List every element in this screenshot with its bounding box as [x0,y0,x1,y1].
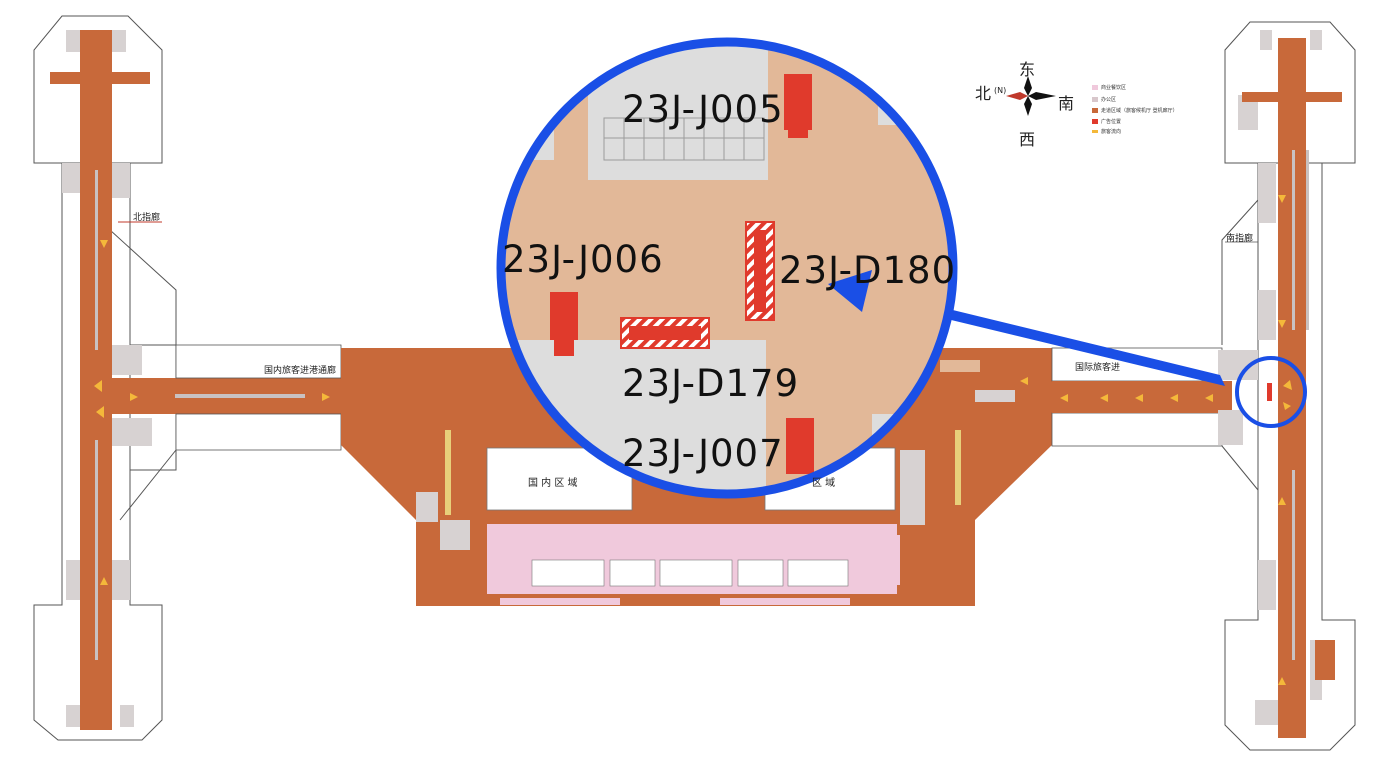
legend-swatch [1092,108,1098,113]
south-finger-label: 南指廊 [1226,234,1254,244]
compass-icon [1006,76,1056,116]
international-corridor-label: 国际旅客进 [1075,363,1121,373]
ad-code-j006: 23J-J006 [502,238,664,281]
domestic-arrival-corridor-label: 国内旅客进港通廊 [264,366,337,376]
compass-west-label: 西 [1019,130,1036,149]
ad-code-d179: 23J-D179 [622,362,800,405]
north-finger-pier [33,15,177,741]
legend-swatch [1092,97,1098,102]
zoom-callout [501,42,953,494]
compass-north-code: (N) [994,86,1007,95]
other-zone-label: 区 域 [812,478,836,489]
legend-item: 办公区 [1092,96,1116,103]
ad-code-j007: 23J-J007 [622,432,784,475]
domestic-zone-label: 国 内 区 域 [528,478,578,489]
ad-code-d180: 23J-D180 [779,249,957,292]
legend-swatch [1092,85,1098,90]
legend-swatch [1092,119,1098,124]
ad-code-j005: 23J-J005 [622,88,784,131]
location-highlight-circle [1235,356,1307,428]
legend-item: 广告位置 [1092,118,1121,125]
international-corridor [1020,347,1232,447]
compass-south-label: 南 [1058,94,1075,113]
legend-item: 走道区域（旅客候机厅 登机廊厅） [1092,107,1178,114]
legend-item: 旅客流向 [1092,128,1121,135]
legend-swatch [1092,130,1098,133]
north-finger-label: 北指廊 [133,213,161,223]
compass-east-label: 东 [1019,60,1036,79]
ad-block-j005 [784,74,812,130]
ad-block-j007 [786,418,814,474]
south-finger-pier [1218,21,1356,751]
ad-block-j006 [550,292,578,340]
compass-north-label: 北 [975,84,992,103]
legend-item: 商业餐饮区 [1092,84,1126,91]
